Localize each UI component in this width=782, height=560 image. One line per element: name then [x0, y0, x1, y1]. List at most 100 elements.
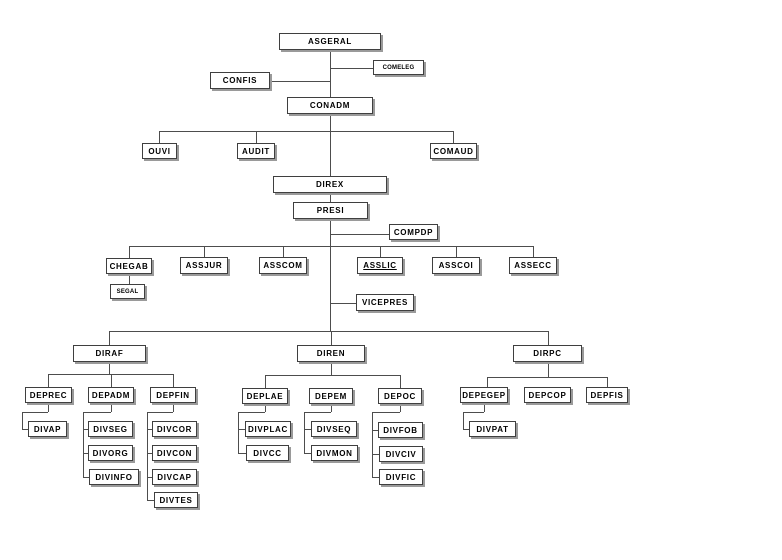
org-node-label: DIVMON — [316, 448, 353, 458]
connector-line — [372, 477, 379, 478]
org-node-label: DEPCOP — [528, 390, 567, 400]
connector-line — [548, 331, 549, 345]
org-node-label: PRESI — [316, 206, 345, 215]
connector-line — [331, 404, 332, 412]
connector-line — [456, 246, 457, 257]
connector-line — [463, 429, 469, 430]
org-node-depem: DEPEM — [309, 388, 353, 404]
org-node-label: DIRAF — [95, 349, 124, 358]
connector-line — [484, 403, 485, 412]
org-node-label: OUVI — [148, 146, 171, 156]
org-node-label: DEPFIN — [156, 390, 190, 400]
org-node-divfic: DIVFIC — [379, 469, 423, 485]
org-node-compdp: COMPDP — [389, 224, 438, 240]
org-node-label: DIVCAP — [157, 472, 192, 482]
org-node-segal: SEGAL — [110, 284, 145, 299]
connector-line — [380, 246, 381, 257]
connector-line — [48, 403, 49, 412]
org-node-divorg: DIVORG — [88, 445, 133, 461]
org-node-divcon: DIVCON — [152, 445, 197, 461]
connector-line — [400, 404, 401, 412]
org-node-label: ASSJUR — [185, 261, 223, 270]
connector-line — [548, 362, 549, 377]
org-node-label: COMPDP — [393, 227, 434, 237]
connector-line — [283, 246, 284, 257]
org-node-divap: DIVAP — [28, 421, 67, 437]
connector-line — [372, 454, 379, 455]
connector-line — [330, 50, 331, 97]
org-node-label: DEPLAE — [246, 391, 284, 401]
connector-line — [533, 246, 534, 257]
connector-line — [173, 403, 174, 412]
connector-line — [487, 377, 488, 387]
org-node-asscom: ASSCOM — [259, 257, 307, 274]
org-node-label: DIVFOB — [383, 425, 418, 435]
org-node-audit: AUDIT — [237, 143, 275, 159]
connector-line — [304, 412, 331, 413]
org-node-divcor: DIVCOR — [152, 421, 197, 437]
connector-line — [463, 412, 484, 413]
connector-line — [147, 500, 154, 501]
org-node-assecc: ASSECC — [509, 257, 557, 274]
connector-line — [304, 412, 305, 453]
org-node-deplae: DEPLAE — [242, 388, 288, 404]
org-node-label: ASSECC — [514, 261, 552, 270]
connector-line — [22, 429, 28, 430]
org-node-label: DEPREC — [29, 390, 68, 400]
org-node-label: DIVPLAC — [247, 424, 288, 434]
org-node-divinfo: DIVINFO — [89, 469, 139, 485]
org-node-label: DIVAP — [33, 424, 62, 434]
connector-line — [48, 374, 49, 387]
org-node-confis: CONFIS — [210, 72, 270, 89]
connector-line — [83, 429, 88, 430]
org-node-label: DIREN — [316, 349, 346, 358]
org-node-divmon: DIVMON — [311, 445, 358, 461]
org-node-divseq: DIVSEQ — [311, 421, 357, 437]
org-node-label: DIRPC — [533, 349, 562, 358]
connector-line — [400, 375, 401, 388]
org-node-label: DIREX — [316, 180, 344, 189]
org-node-label: DIVINFO — [95, 472, 133, 482]
connector-line — [331, 362, 332, 375]
connector-line — [147, 477, 152, 478]
connector-line — [129, 246, 533, 247]
connector-line — [147, 412, 173, 413]
org-node-label: DIVCOR — [156, 424, 193, 434]
connector-line — [372, 430, 378, 431]
org-node-diren: DIREN — [297, 345, 365, 362]
connector-line — [159, 131, 160, 143]
org-node-label: COMELEG — [382, 64, 415, 71]
org-node-label: DEPEM — [315, 391, 347, 401]
connector-line — [270, 81, 330, 82]
org-node-divseg: DIVSEG — [88, 421, 133, 437]
connector-line — [129, 274, 130, 284]
org-node-asgeral: ASGERAL — [279, 33, 381, 50]
connector-line — [304, 429, 311, 430]
org-node-label: DIVCIV — [385, 449, 417, 459]
org-node-vicepres: VICEPRES — [356, 294, 414, 311]
connector-line — [22, 412, 48, 413]
connector-line — [22, 412, 23, 429]
org-node-depegep: DEPEGEP — [460, 387, 508, 403]
connector-line — [109, 362, 110, 374]
org-node-asscoi: ASSCOI — [432, 257, 480, 274]
org-node-label: DEPOC — [384, 391, 416, 401]
connector-line — [238, 429, 245, 430]
connector-line — [330, 193, 331, 202]
org-node-label: SEGAL — [116, 288, 139, 295]
connector-line — [48, 374, 173, 375]
org-node-label: CONADM — [309, 101, 351, 110]
connector-line — [109, 331, 110, 345]
connector-line — [463, 412, 464, 429]
org-node-label: CONFIS — [222, 76, 258, 85]
org-node-label: DIVPAT — [476, 424, 509, 434]
org-node-asslic: ASSLIC — [357, 257, 403, 274]
org-node-label: DIVSEG — [93, 424, 128, 434]
org-node-divplac: DIVPLAC — [245, 421, 291, 437]
connector-line — [265, 404, 266, 412]
org-node-divcap: DIVCAP — [152, 469, 197, 485]
org-node-divcc: DIVCC — [246, 445, 289, 461]
connector-line — [173, 374, 174, 387]
connector-line — [304, 453, 311, 454]
